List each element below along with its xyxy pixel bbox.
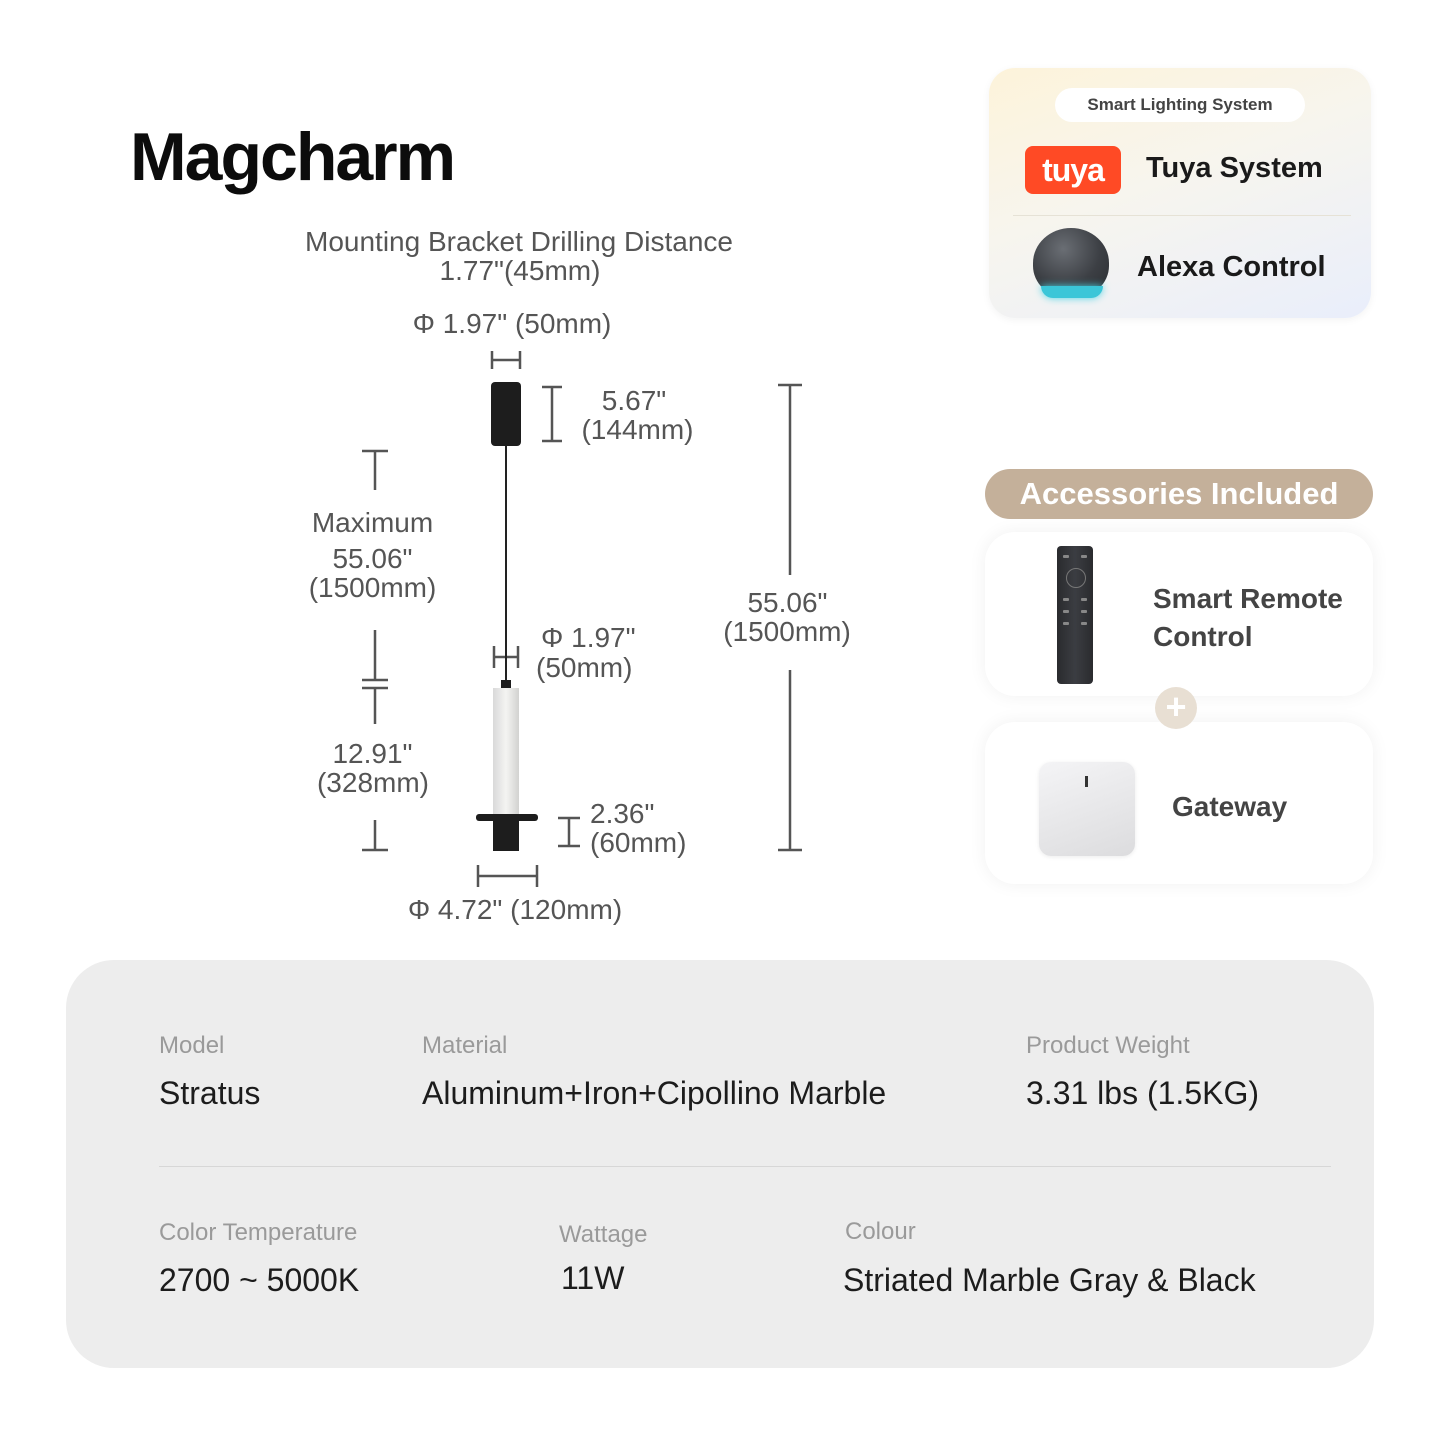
model-label: Model <box>159 1032 225 1059</box>
dimension-diagram <box>362 351 802 887</box>
smart-lighting-pill: Smart Lighting System <box>1055 88 1305 122</box>
remote-label-line1: Smart Remote <box>1153 583 1343 614</box>
remote-label: Smart Remote Control <box>1153 580 1343 656</box>
gateway-led <box>1085 776 1088 787</box>
gateway-card: Gateway <box>985 722 1373 884</box>
temperature-value: 2700 ~ 5000K <box>159 1262 360 1298</box>
base-diameter: Φ 4.72" (120mm) <box>407 894 623 925</box>
smart-lighting-card: Smart Lighting System tuya Tuya System A… <box>989 68 1371 318</box>
tuya-logo-icon: tuya <box>1025 146 1121 194</box>
canopy-diameter: Φ 1.97" (50mm) <box>412 308 612 339</box>
accessories-title: Accessories Included <box>985 469 1373 519</box>
temperature-label: Color Temperature <box>159 1219 358 1246</box>
material-label: Material <box>422 1032 508 1059</box>
canopy-height-in: 5.67" <box>601 385 667 416</box>
shade-height-in: 12.91" <box>332 738 413 769</box>
total-mm: (1500mm) <box>723 616 851 647</box>
max-label: Maximum <box>311 507 434 538</box>
base-height-in: 2.36" <box>590 798 655 829</box>
weight-value: 3.31 lbs (1.5KG) <box>1026 1075 1259 1111</box>
colour-label: Colour <box>845 1218 916 1245</box>
total-in: 55.06" <box>747 587 828 618</box>
bracket-title: Mounting Bracket Drilling Distance <box>305 226 733 257</box>
wattage-value: 11W <box>561 1260 625 1296</box>
gateway-icon <box>1039 762 1135 856</box>
smart-divider <box>1013 215 1351 216</box>
remote-card: Smart Remote Control <box>985 532 1373 696</box>
alexa-control-label: Alexa Control <box>1137 251 1326 283</box>
bracket-value: 1.77"(45mm) <box>439 255 601 286</box>
canopy <box>491 382 521 446</box>
max-in: 55.06" <box>332 543 413 574</box>
shade-diameter-in: Φ 1.97" <box>541 622 636 653</box>
remote-label-line2: Control <box>1153 621 1253 652</box>
shade-diameter-mm: (50mm) <box>536 652 633 683</box>
specs-divider <box>159 1166 1331 1167</box>
colour-value: Striated Marble Gray & Black <box>843 1262 1256 1298</box>
base-disc <box>476 814 538 821</box>
plus-icon: + <box>1155 687 1197 729</box>
remote-control-icon <box>1057 546 1093 684</box>
material-value: Aluminum+Iron+Cipollino Marble <box>422 1075 887 1111</box>
model-value: Stratus <box>159 1075 261 1111</box>
specs-panel: Model Stratus Material Aluminum+Iron+Cip… <box>66 960 1374 1368</box>
marble-shade <box>493 688 519 816</box>
max-mm: (1500mm) <box>308 572 437 603</box>
wattage-label: Wattage <box>559 1221 648 1248</box>
tuya-system-label: Tuya System <box>1146 152 1323 184</box>
base-height-mm: (60mm) <box>590 827 687 858</box>
weight-label: Product Weight <box>1026 1032 1190 1059</box>
shade-height-mm: (328mm) <box>316 767 429 798</box>
brand-title: Magcharm <box>130 119 456 195</box>
gateway-label: Gateway <box>1172 791 1288 822</box>
canopy-height-mm: (144mm) <box>581 414 694 445</box>
alexa-light-ring <box>1041 286 1103 298</box>
